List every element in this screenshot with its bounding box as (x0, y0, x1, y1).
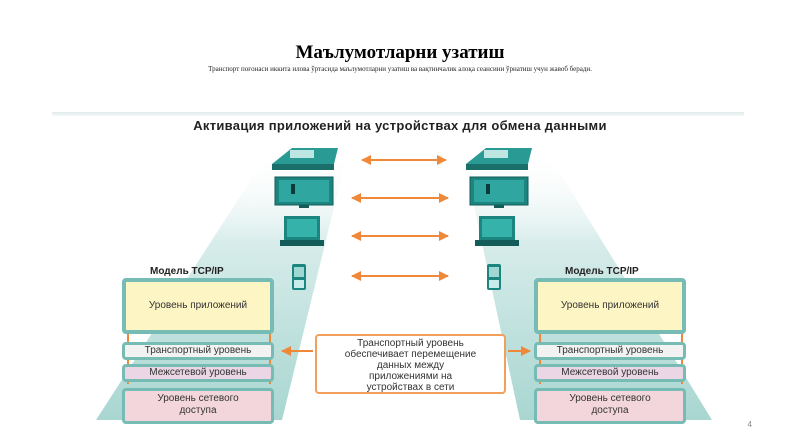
right-ip-phone-icon (466, 148, 532, 170)
transport-callout: Транспортный уровень обеспечивает переме… (315, 334, 506, 394)
left-internet-layer: Межсетевой уровень (122, 364, 274, 382)
right-application-layer: Уровень приложений (534, 278, 686, 334)
callout-line: обеспечивает перемещение (344, 349, 477, 360)
right-internet-layer: Межсетевой уровень (534, 364, 686, 382)
page-number: 4 (747, 420, 752, 429)
left-model-label: Модель TCP/IP (150, 266, 224, 277)
right-network-access-layer: Уровень сетевого доступа (534, 388, 686, 424)
left-transport-layer: Транспортный уровень (122, 342, 274, 360)
left-network-access-line2: доступа (179, 405, 217, 416)
divider (52, 112, 744, 116)
right-network-access-line2: доступа (591, 405, 629, 416)
right-mobile-phone-icon (487, 264, 501, 290)
callout-line: устройствах в сети (366, 382, 455, 393)
callout-line: данных между (376, 360, 445, 371)
left-computer-icon (280, 216, 324, 246)
left-network-access-layer: Уровень сетевого доступа (122, 388, 274, 424)
right-model-label: Модель TCP/IP (565, 266, 639, 277)
left-network-access-line1: Уровень сетевого (157, 393, 239, 404)
right-computer-icon (475, 216, 519, 246)
right-network-access-line1: Уровень сетевого (569, 393, 651, 404)
left-application-layer: Уровень приложений (122, 278, 274, 334)
slide-subtitle: Транспорт поғонаси иккита илова ўртасида… (208, 65, 592, 73)
left-ip-phone-icon (272, 148, 338, 170)
right-transport-layer: Транспортный уровень (534, 342, 686, 360)
callout-line: Транспортный уровень (357, 338, 464, 349)
right-video-display-icon (469, 176, 529, 208)
diagram-title: Активация приложений на устройствах для … (193, 118, 607, 133)
slide-title: Маълумотларни узатиш (295, 42, 505, 63)
left-mobile-phone-icon (292, 264, 306, 290)
callout-line: приложениями на (368, 371, 453, 382)
left-video-display-icon (274, 176, 334, 208)
